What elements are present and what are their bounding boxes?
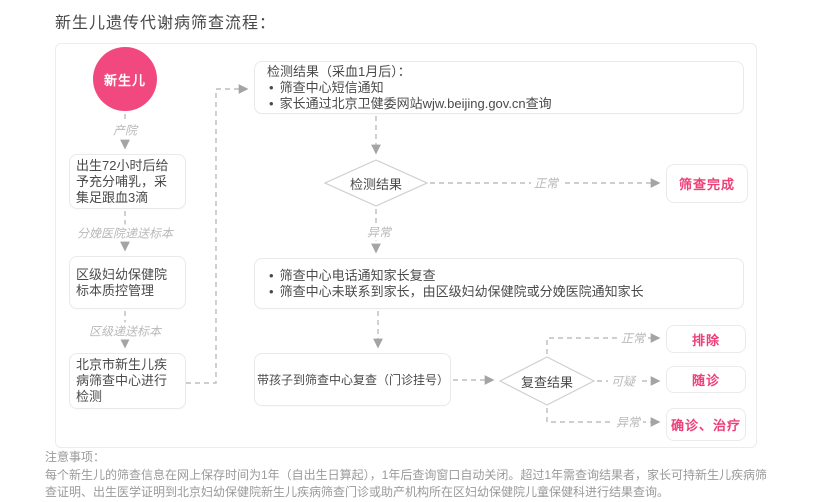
edge-label-abnormal-2: 异常 xyxy=(612,413,644,431)
result-notice-box: 检测结果（采血1月后）： 筛查中心短信通知 家长通过北京卫健委网站wjw.bei… xyxy=(254,61,744,114)
notes-section: 注意事项： 每个新生儿的筛查信息在网上保存时间为1年（自出生日算起），1年后查询… xyxy=(45,449,775,502)
decision-test-result-label: 检测结果 xyxy=(349,176,402,192)
step-visit-recheck-label: 带孩子到筛查中心复查（门诊挂号） xyxy=(257,372,450,387)
edge-label-district-send: 区级递送标本 xyxy=(85,322,165,340)
connector-centertest-to-resultbox xyxy=(186,84,249,384)
decision-recheck-result-label: 复查结果 xyxy=(520,374,573,390)
edge-label-abnormal-1: 异常 xyxy=(363,223,395,241)
start-node-newborn: 新生儿 xyxy=(93,47,157,111)
outcome-followup: 随诊 xyxy=(666,366,746,393)
outcome-confirm-treat: 确诊、治疗 xyxy=(666,408,746,441)
page-title: 新生儿遗传代谢病筛查流程： xyxy=(55,15,277,32)
edge-label-hospital: 产院 xyxy=(109,121,141,139)
result-notice-list: 筛查中心短信通知 家长通过北京卫健委网站wjw.beijing.gov.cn查询 xyxy=(267,80,731,112)
flowchart-board: 新生儿 出生72小时后给予充分哺乳，采集足跟血3滴 区级妇幼保健院标本质控管理 … xyxy=(55,43,757,448)
diamond-shape xyxy=(324,159,428,207)
step-feed-collect-blood: 出生72小时后给予充分哺乳，采集足跟血3滴 xyxy=(69,154,186,209)
edge-label-delivery-send: 分娩医院递送标本 xyxy=(73,224,177,242)
step-district-qc-label: 区级妇幼保健院标本质控管理 xyxy=(76,266,168,298)
step-feed-label: 出生72小时后给予充分哺乳，采集足跟血3滴 xyxy=(76,157,169,205)
edge-label-suspicious: 可疑 xyxy=(607,372,639,390)
result-notice-item: 家长通过北京卫健委网站wjw.beijing.gov.cn查询 xyxy=(267,96,731,112)
diamond-shape xyxy=(499,356,595,406)
recheck-notify-box: 筛查中心电话通知家长复查 筛查中心未联系到家长，由区级妇幼保健院或分娩医院通知家… xyxy=(254,258,744,309)
connector-decision2-abnormal xyxy=(546,408,661,427)
recheck-notify-item: 筛查中心未联系到家长，由区级妇幼保健院或分娩医院通知家长 xyxy=(267,284,731,300)
decision-test-result: 检测结果 xyxy=(324,159,428,207)
notes-body: 每个新生儿的筛查信息在网上保存时间为1年（自出生日算起），1年后查询窗口自动关闭… xyxy=(45,467,768,500)
step-visit-recheck: 带孩子到筛查中心复查（门诊挂号） xyxy=(254,353,451,406)
step-center-test: 北京市新生儿疾病筛查中心进行检测 xyxy=(69,353,186,409)
notes-title: 注意事项： xyxy=(45,450,106,464)
recheck-notify-list: 筛查中心电话通知家长复查 筛查中心未联系到家长，由区级妇幼保健院或分娩医院通知家… xyxy=(267,268,731,300)
result-notice-title: 检测结果（采血1月后）： xyxy=(267,63,411,79)
edge-label-normal-2: 正常 xyxy=(617,329,649,347)
decision-recheck-result: 复查结果 xyxy=(499,356,595,406)
edge-label-normal-1: 正常 xyxy=(530,174,562,192)
result-notice-item: 筛查中心短信通知 xyxy=(267,80,731,96)
outcome-screening-complete: 筛查完成 xyxy=(666,164,748,203)
recheck-notify-item: 筛查中心电话通知家长复查 xyxy=(267,268,731,284)
step-district-qc: 区级妇幼保健院标本质控管理 xyxy=(69,256,186,309)
step-center-test-label: 北京市新生儿疾病筛查中心进行检测 xyxy=(76,357,168,404)
outcome-exclude: 排除 xyxy=(666,325,746,353)
